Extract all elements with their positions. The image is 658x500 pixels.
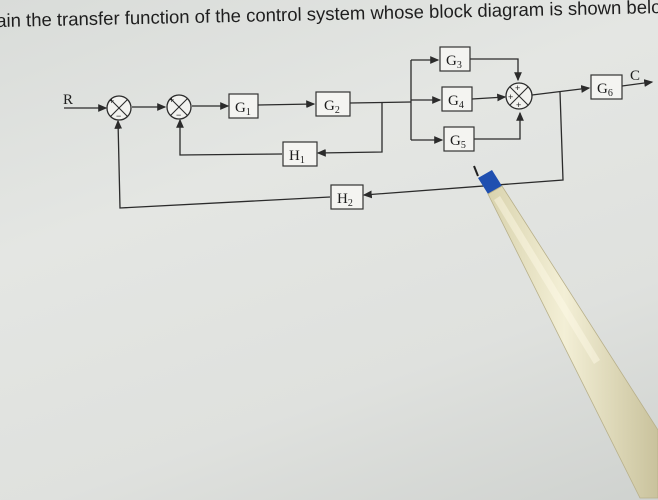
g5-sub: 5 bbox=[461, 140, 466, 151]
block-g1: G1 bbox=[228, 93, 259, 119]
summing-junction-3: + + + bbox=[505, 82, 533, 110]
pen-body bbox=[487, 185, 658, 499]
summing-junction-2: + − bbox=[166, 94, 192, 120]
sj3-plus-left: + bbox=[508, 92, 513, 102]
h2-sub: 2 bbox=[348, 198, 353, 209]
wire-g4-to-sj3 bbox=[471, 93, 507, 102]
svg-text:G6: G6 bbox=[597, 81, 613, 99]
svg-text:H1: H1 bbox=[289, 148, 305, 166]
wire-fb-to-h1 bbox=[316, 103, 383, 157]
summing-junction-1: + − bbox=[106, 95, 132, 121]
block-h2: H2 bbox=[330, 184, 364, 210]
svg-text:H2: H2 bbox=[337, 191, 353, 209]
svg-text:G2: G2 bbox=[324, 98, 340, 116]
block-g5: G5 bbox=[443, 126, 475, 152]
output-label-c: C bbox=[630, 68, 640, 84]
block-g4: G4 bbox=[441, 86, 473, 112]
g6-sub: 6 bbox=[608, 88, 613, 99]
g4-base: G bbox=[448, 93, 459, 109]
input-label-r: R bbox=[63, 92, 73, 108]
svg-text:G1: G1 bbox=[235, 100, 251, 118]
block-g6: G6 bbox=[590, 74, 623, 100]
sj3-plus-bottom: + bbox=[516, 100, 521, 110]
ballpoint-pen bbox=[473, 165, 658, 499]
sj2-plus-sign: + bbox=[169, 95, 174, 105]
h1-base: H bbox=[289, 148, 300, 164]
g2-sub: 2 bbox=[335, 105, 340, 116]
svg-text:G5: G5 bbox=[450, 133, 466, 151]
sj1-plus-sign: + bbox=[109, 96, 114, 106]
h2-base: H bbox=[337, 191, 348, 207]
h1-sub: 1 bbox=[300, 155, 305, 166]
wire-fb-to-h2 bbox=[362, 91, 564, 199]
g4-sub: 4 bbox=[459, 100, 464, 111]
sj3-plus-top: + bbox=[515, 83, 520, 93]
sj1-minus-sign: − bbox=[116, 111, 121, 121]
g2-base: G bbox=[324, 98, 335, 114]
block-g2: G2 bbox=[315, 91, 351, 117]
g5-base: G bbox=[450, 133, 461, 149]
block-g3: G3 bbox=[439, 46, 471, 72]
pen-tip-cap bbox=[478, 170, 502, 194]
g1-sub: 1 bbox=[246, 107, 251, 118]
wire-sj3-to-g6 bbox=[531, 85, 591, 96]
g6-base: G bbox=[597, 81, 608, 97]
svg-text:G3: G3 bbox=[446, 53, 462, 71]
pen-highlight bbox=[494, 196, 600, 364]
g3-sub: 3 bbox=[457, 60, 462, 71]
g3-base: G bbox=[446, 53, 457, 69]
wire-h2-to-sj1 bbox=[114, 119, 331, 209]
wire-g6-to-c bbox=[621, 79, 654, 87]
svg-text:G4: G4 bbox=[448, 93, 464, 111]
block-h1: H1 bbox=[282, 141, 318, 167]
sj2-minus-sign: − bbox=[176, 110, 181, 120]
wire-g3-to-sj3 bbox=[470, 58, 522, 82]
g1-base: G bbox=[235, 100, 246, 116]
pen-nib bbox=[473, 165, 479, 177]
wire-g1-to-g2 bbox=[257, 100, 316, 109]
wire-g2-to-node bbox=[349, 101, 412, 104]
wire-h1-to-sj2 bbox=[176, 118, 283, 156]
wire-g5-to-sj3 bbox=[474, 111, 524, 140]
